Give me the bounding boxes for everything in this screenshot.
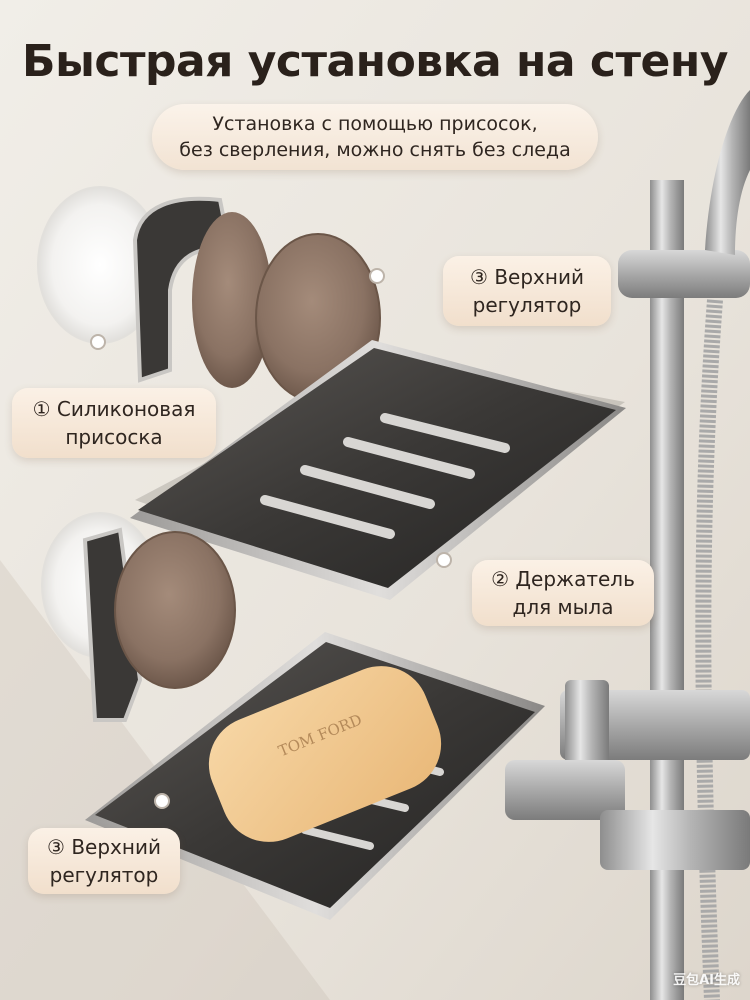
callout-bottom-adjuster-line-2: регулятор [49, 863, 159, 887]
callout-bottom-adjuster-line-1: ③ Верхний [47, 835, 161, 859]
callout-holder-line-2: для мыла [512, 595, 614, 619]
callout-soap-holder: ② Держатель для мыла [472, 560, 654, 626]
marker-top-adjuster [369, 268, 385, 284]
callout-top-adjuster-line-1: ③ Верхний [470, 265, 584, 289]
callout-holder-line-1: ② Держатель [491, 567, 635, 591]
soap-bar [208, 666, 442, 842]
callout-suction-line-2: присоска [65, 425, 163, 449]
mixer-spout [505, 760, 625, 820]
marker-bottom-adjuster [154, 793, 170, 809]
shower-head-arm [705, 90, 750, 255]
lower-soap-holder: TOM FORD [41, 512, 545, 920]
callout-top-adjuster-line-2: регулятор [472, 293, 582, 317]
ai-watermark: 豆包AI生成 [673, 973, 740, 988]
upper-knob-back [192, 212, 272, 388]
mixer-base [600, 810, 750, 870]
shower-hose [695, 299, 723, 1000]
callout-suction-line-1: ① Силиконовая [32, 397, 196, 421]
page-title: Быстрая установка на стену [22, 36, 728, 87]
subtitle-badge: Установка с помощью присосок, без сверле… [152, 104, 598, 170]
upper-tray-slots [260, 413, 510, 539]
marker-suction [90, 334, 106, 350]
upper-soap-holder [37, 186, 626, 600]
subtitle-line-2: без сверления, можно снять без следа [179, 139, 571, 161]
callout-bottom-adjuster: ③ Верхний регулятор [28, 828, 180, 894]
callout-top-adjuster: ③ Верхний регулятор [443, 256, 611, 326]
shower-bracket [618, 250, 750, 298]
upper-tray [138, 348, 616, 588]
shower-rail [650, 180, 684, 1000]
lower-knob [114, 531, 236, 689]
shower-system [505, 90, 750, 1000]
subtitle-line-1: Установка с помощью присосок, [212, 113, 538, 135]
marker-holder [436, 552, 452, 568]
callout-suction-cup: ① Силиконовая присоска [12, 388, 216, 458]
